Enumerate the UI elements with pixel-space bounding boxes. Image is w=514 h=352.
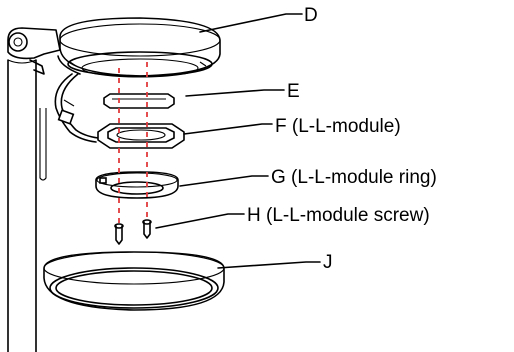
leader-lines [155, 13, 321, 269]
screw-right [142, 219, 152, 239]
pole-bracket [7, 27, 61, 75]
leader-h [155, 213, 245, 229]
callout-e: E [287, 81, 300, 102]
callout-h: H (L-L-module screw) [247, 205, 430, 226]
housing-d [57, 17, 221, 78]
leader-j [217, 261, 321, 269]
leader-f [183, 123, 273, 135]
plate-e [103, 93, 175, 109]
assembly-axes [118, 62, 148, 224]
screws-h [114, 219, 152, 245]
module-cable [54, 73, 99, 143]
screw-left [114, 223, 124, 245]
leader-d [199, 13, 303, 33]
leader-e [185, 89, 285, 97]
callout-j: J [323, 252, 333, 273]
callout-d: D [304, 5, 318, 26]
support-pole [7, 59, 47, 352]
leader-g [179, 175, 269, 187]
module-ring-g [95, 171, 179, 199]
module-f [97, 123, 185, 149]
cover-ring-j [43, 251, 225, 311]
callout-f: F (L-L-module) [275, 116, 401, 137]
callout-g: G (L-L-module ring) [271, 167, 437, 188]
